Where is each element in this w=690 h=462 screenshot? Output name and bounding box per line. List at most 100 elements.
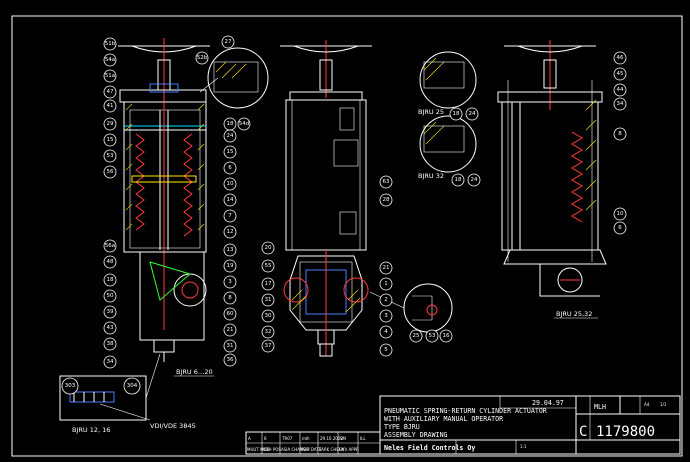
balloon-left-47: 47 [103,85,117,99]
revision-cell: mlh [302,436,310,441]
balloon-middle-5: 5 [379,343,393,357]
label-bjru-25-32: BJRU 25,32 [556,310,592,318]
balloon-label: 48 [107,259,114,265]
revision-cell: TR07 [281,436,293,441]
balloon-right-10: 10 [613,207,627,221]
right-section-view: BJRU 25 BJRU 32 BJRU 25,32 [418,40,607,319]
balloon-label: 39 [107,309,114,315]
balloon-middle-21: 21 [379,261,393,275]
svg-text:303: 303 [65,383,76,389]
balloon-middle-31: 31 [261,293,275,307]
balloon-label: 5 [384,347,388,353]
balloon-left-54a: 54a [103,53,117,67]
balloon-left-8: 8 [223,291,237,305]
sheet-size: A4 [644,402,650,407]
balloon-label: 47 [107,89,114,95]
balloon-label: 24 [471,177,478,183]
balloon-label: 10 [617,211,624,217]
label-vdi-vde: VDI/VDE 3845 [150,422,196,430]
balloon-left-43: 43 [103,321,117,335]
title-block: PNEUMATIC SPRING-RETURN CYLINDER ACTUATO… [379,395,681,455]
balloon-right-24: 24 [465,107,479,121]
balloon-right-46: 46 [613,51,627,65]
balloon-label: 21 [227,327,234,333]
balloon-right-18: 18 [451,173,465,187]
balloon-left-15: 15 [103,133,117,147]
balloon-left-27: 27 [221,35,235,49]
balloon-left-14: 14 [223,193,237,207]
balloon-label: 36 [227,357,234,363]
balloon-label: 16 [443,333,450,339]
label-bjru-6-20: BJRU 6…20 [176,368,213,376]
balloon-label: 34 [617,101,624,107]
balloon-left-3: 3 [223,275,237,289]
scale-value: 1:1 [520,444,527,449]
balloon-label: 24 [227,133,234,139]
balloon-label: 18 [107,277,114,283]
balloon-label: 6 [618,225,622,231]
middle-external-view [280,40,453,357]
balloon-label: 50 [107,293,114,299]
balloon-label: 17 [265,281,272,287]
balloon-middle-3: 3 [379,309,393,323]
balloon-left-15: 15 [223,145,237,159]
company-name: Neles Field Controls Oy [384,444,475,452]
balloon-label: 54a [105,57,115,63]
balloon-label: 56a [105,243,115,249]
revision-header: PVM DATE [301,447,322,452]
balloon-middle-2: 2 [379,293,393,307]
balloon-middle-25: 25 [409,329,423,343]
balloon-label: 60 [227,311,234,317]
balloon-label: 6 [228,165,232,171]
balloon-label: 20 [265,245,272,251]
label-bjru-12-16: BJRU 12, 16 [72,426,110,434]
balloon-label: 3 [228,279,232,285]
balloon-label: 53 [429,333,436,339]
balloon-left-18: 18 [103,273,117,287]
revision-header: HYV APPR [339,447,359,452]
balloon-label: 4 [384,329,388,335]
balloon-label: 10 [227,181,234,187]
balloon-left-36: 36 [223,353,237,367]
balloon-left-60: 60 [223,307,237,321]
revision-cell: SM [340,436,347,441]
balloon-right-24: 24 [467,173,481,187]
balloon-left-24: 24 [223,129,237,143]
balloon-label: 14 [227,197,234,203]
balloon-left-31: 31 [223,339,237,353]
vdi-detail: 303 304 BJRU 12, 16 VDI/VDE 3845 [59,353,196,434]
balloon-label: 15 [227,149,234,155]
balloon-label: 45 [617,71,624,77]
balloon-middle-53: 53 [425,329,439,343]
svg-text:304: 304 [127,383,138,389]
balloon-label: 55 [265,263,272,269]
callout-304: 304 [123,377,141,395]
balloon-left-52b: 52b [195,51,209,65]
balloon-left-13: 13 [223,243,237,257]
balloon-label: 18 [453,111,460,117]
balloon-label: 15 [107,137,114,143]
sheet-number: 1/1 [660,402,667,407]
balloon-left-51b: 51b [103,37,117,51]
balloon-right-44: 44 [613,83,627,97]
revision-cell: ILL [360,436,366,441]
left-section-view: BJRU 6…20 [118,38,269,377]
balloon-label: 46 [617,55,624,61]
balloon-middle-32: 32 [261,325,275,339]
balloon-label: 56 [107,169,114,175]
balloon-label: 32 [265,329,272,335]
balloon-right-45: 45 [613,67,627,81]
balloon-left-18: 18 [223,117,237,131]
balloon-left-53: 53 [103,149,117,163]
balloon-label: 54d [239,121,250,127]
document-class: C [579,424,587,440]
balloon-label: 7 [228,213,232,219]
balloon-label: 51a [105,73,115,79]
balloon-middle-17: 17 [261,277,275,291]
balloon-left-51a: 51a [103,69,117,83]
balloon-left-29: 29 [103,117,117,131]
balloon-left-48: 48 [103,255,117,269]
title-line-3: TYPE BJRU [384,423,420,431]
balloon-label: 31 [227,343,234,349]
